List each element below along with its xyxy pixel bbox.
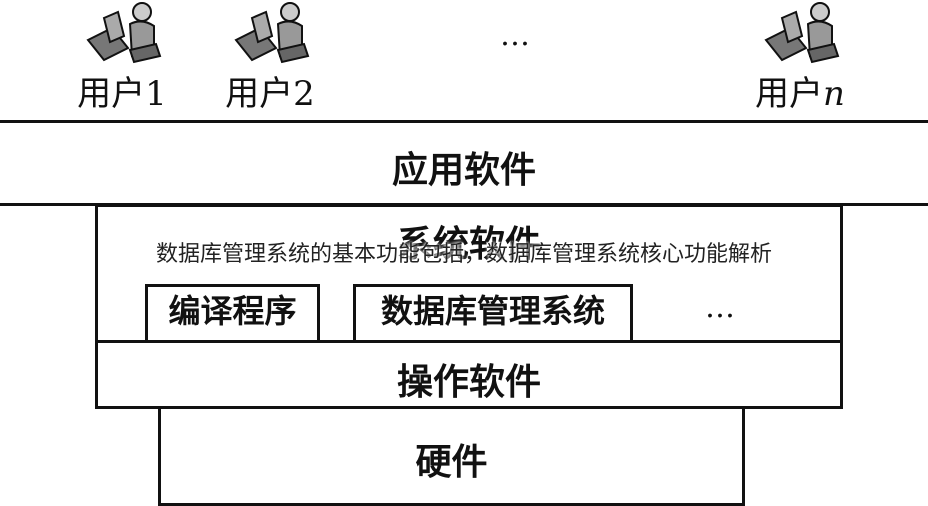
computer-user-icon (764, 2, 840, 64)
system-software-label: 系统软件 (396, 223, 541, 265)
computer-user-icon (234, 2, 310, 64)
dbms-box: 数据库管理系统 (353, 284, 633, 342)
compiler-box: 编译程序 (145, 284, 320, 342)
operating-software-label: 操作软件 (396, 361, 541, 403)
user-1: 用户1 (72, 0, 172, 120)
user-label: 用户2 (225, 74, 315, 114)
user-n: 用户n (750, 0, 850, 120)
users-ellipsis: … (500, 18, 532, 53)
user-label: 用户1 (77, 74, 167, 114)
computer-user-icon (86, 2, 162, 64)
caption-overlay: 数据库管理系统的基本功能包括，数据库管理系统核心功能解析 (155, 242, 772, 267)
hardware-layer: 硬件 (158, 406, 745, 506)
user-2: 用户2 (220, 0, 320, 120)
user-label: 用户n (755, 74, 845, 114)
operating-software-layer: 操作软件 (95, 340, 843, 409)
hardware-label: 硬件 (415, 441, 488, 483)
application-software-label: 应用软件 (391, 149, 536, 191)
application-software-layer: 应用软件 (0, 120, 928, 206)
system-ellipsis: … (705, 290, 735, 325)
